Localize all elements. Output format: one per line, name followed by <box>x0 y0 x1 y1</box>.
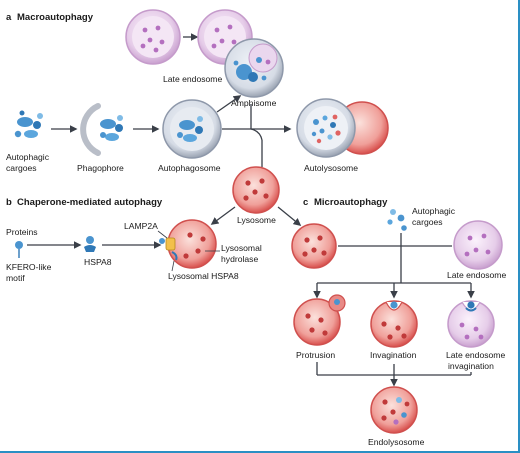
phagophore-label: Phagophore <box>77 163 124 173</box>
le-invagination-label-line1: Late endosome <box>446 350 505 360</box>
panel-b-letter: b <box>6 197 12 208</box>
arrow-lysosome-to-cma <box>210 206 236 225</box>
late-endosome-invagination <box>447 300 495 348</box>
connector-merge <box>250 128 263 141</box>
hspa8-complex <box>84 236 96 252</box>
le-invagination-label-line2: invagination <box>448 361 494 371</box>
autophagic-cargoes <box>14 110 43 138</box>
endolysosome-label: Endolysosome <box>368 437 425 447</box>
autophagosome <box>162 99 222 159</box>
lamp2a-pointer <box>157 230 168 239</box>
invagination-lysosome <box>370 300 418 348</box>
micro-cargoes-label-line2: cargoes <box>412 217 443 227</box>
kferq-label-line1: KFERO-like <box>6 262 52 272</box>
micro-lysosome <box>291 223 337 269</box>
panel-c-title: Microautophagy <box>314 197 388 208</box>
kferq-label-line2: motif <box>6 273 25 283</box>
protrusion-lysosome <box>293 294 346 346</box>
hspa8-label: HSPA8 <box>84 257 112 267</box>
protein-substrate <box>15 241 23 258</box>
hydrolase-label-line1: Lysosomal <box>221 243 262 253</box>
late-endosome-top-left <box>125 9 181 65</box>
lamp2a-label: LAMP2A <box>124 221 158 231</box>
amphisome-label: Amphisome <box>231 98 277 108</box>
micro-late-endosome-label: Late endosome <box>447 270 506 280</box>
cargoes-label-line1: Autophagic <box>6 152 50 162</box>
autophagosome-label: Autophagosome <box>158 163 221 173</box>
endolysosome <box>370 386 418 434</box>
protrusion-label: Protrusion <box>296 350 335 360</box>
invagination-label: Invagination <box>370 350 417 360</box>
arrow-lysosome-to-micro <box>277 206 302 226</box>
panel-c: c Microautophagy Autophagic cargoes Late… <box>291 197 506 447</box>
lysosome-label: Lysosome <box>237 215 276 225</box>
autolysosome <box>296 98 389 158</box>
lyso-hspa8-label: Lysosomal HSPA8 <box>168 271 239 281</box>
proteins-label: Proteins <box>6 227 38 237</box>
panel-b: b Chaperone-mediated autophagy Proteins … <box>6 197 262 283</box>
late-endosome-label: Late endosome <box>163 74 222 84</box>
phagophore <box>80 103 123 156</box>
amphisome <box>224 38 284 98</box>
cma-lysosome <box>159 219 217 269</box>
panel-c-letter: c <box>303 197 308 208</box>
lysosome-central <box>232 166 280 214</box>
autolysosome-label: Autolysosome <box>304 163 358 173</box>
panel-a: a Macroautophagy Late endosome <box>6 9 389 173</box>
arrow-to-amphisome <box>216 95 242 113</box>
lyso-hspa8-pointer <box>171 260 175 272</box>
micro-connectors <box>313 233 475 387</box>
panel-a-letter: a <box>6 12 12 23</box>
micro-cargoes-label-line1: Autophagic <box>412 206 456 216</box>
micro-late-endosome <box>453 220 503 270</box>
cargoes-label-line2: cargoes <box>6 163 37 173</box>
hydrolase-label-line2: hydrolase <box>221 254 258 264</box>
micro-cargoes <box>387 209 407 231</box>
panel-b-title: Chaperone-mediated autophagy <box>17 197 163 208</box>
panel-a-title: Macroautophagy <box>17 12 94 23</box>
